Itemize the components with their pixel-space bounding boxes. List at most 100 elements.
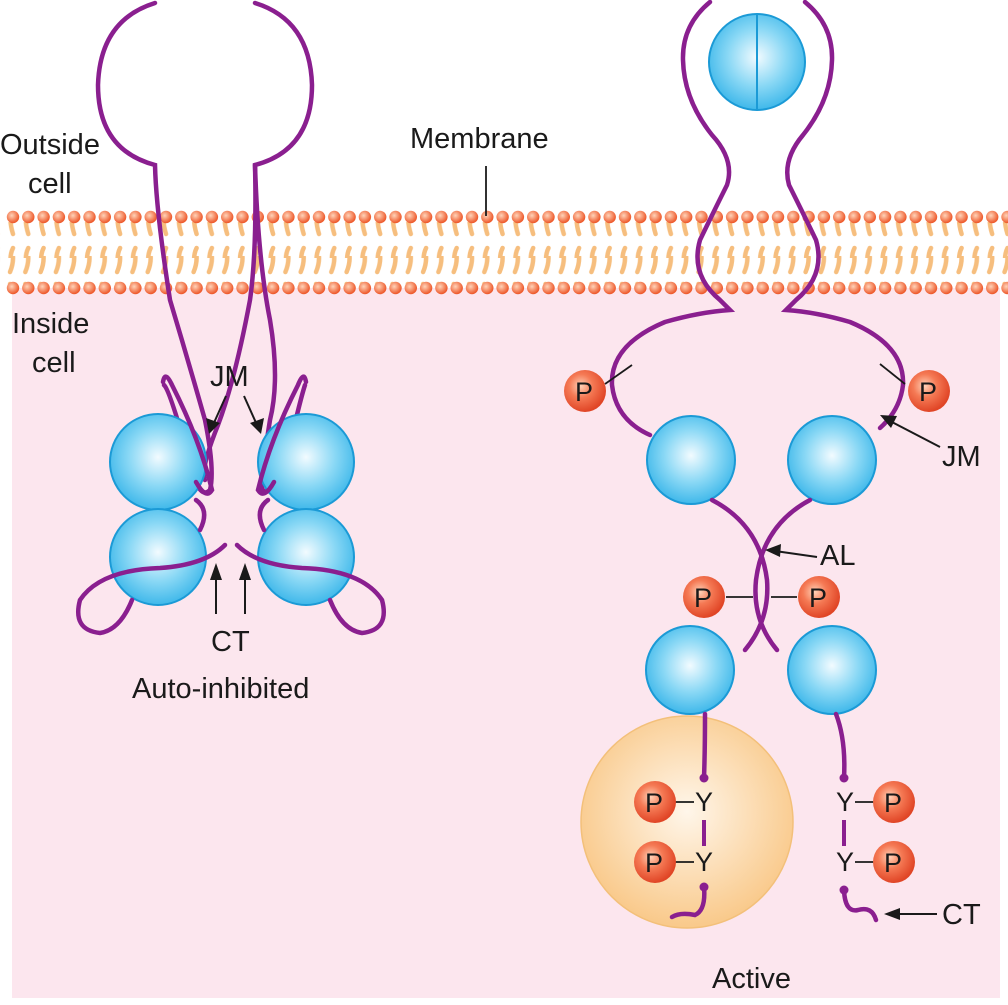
- lipid-head: [419, 210, 433, 224]
- lipid-head: [878, 210, 892, 224]
- kinase-domain-c-lobe-right: [257, 508, 355, 606]
- lipid-head: [435, 281, 448, 295]
- lipid-head: [955, 281, 968, 295]
- auto-inhibited-receptor: JM CT Auto-inhibited: [76, 0, 386, 705]
- lipid-head: [787, 210, 800, 224]
- lipid-head: [236, 210, 249, 224]
- lipid-bilayer: [0, 210, 1008, 295]
- tyrosine-label: Y: [695, 847, 713, 877]
- lipid-head: [680, 210, 693, 224]
- jm-arrow-right: [243, 395, 258, 426]
- tyrosine-label: Y: [695, 787, 713, 817]
- lipid-head: [404, 210, 417, 224]
- lipid-head: [221, 210, 234, 224]
- al-arrowhead: [765, 544, 781, 557]
- ct-label-left-receptor: CT: [211, 626, 250, 658]
- al-arrow: [774, 550, 818, 558]
- phosphate-label: P: [645, 848, 663, 878]
- inside-cell-label-line2: cell: [32, 347, 76, 379]
- lipid-head: [98, 210, 112, 224]
- phosphate-label: P: [884, 848, 902, 878]
- lipid-head: [1001, 210, 1008, 224]
- lipid-head: [68, 210, 81, 224]
- lipid-head: [649, 281, 662, 295]
- lipid-head: [894, 281, 907, 295]
- lipid-head: [297, 210, 310, 224]
- lipid-head: [848, 281, 861, 295]
- ct-tail-right: [234, 542, 386, 636]
- phosphate-jm-left: [564, 370, 606, 412]
- lipid-head: [496, 210, 509, 224]
- lipid-head: [542, 210, 555, 224]
- lipid-head: [572, 281, 586, 295]
- c-tail-a-end: [669, 884, 707, 920]
- active-extracellular-left: [609, 0, 736, 438]
- lipid-head: [83, 210, 96, 224]
- lipid-head: [833, 210, 846, 224]
- lipid-head: [771, 281, 785, 295]
- lipid-head: [603, 281, 616, 295]
- outside-cell-label-line2: cell: [28, 168, 72, 200]
- lipid-head: [725, 210, 739, 224]
- lipid-head: [465, 281, 479, 295]
- lipid-head: [98, 281, 112, 295]
- lipid-head: [328, 281, 341, 295]
- lipid-head: [511, 281, 525, 295]
- lipid-head: [37, 281, 50, 295]
- ct-arrowhead-left: [210, 563, 222, 580]
- lipid-head: [251, 281, 264, 295]
- lipid-head: [312, 210, 326, 224]
- jm-loop-left: [160, 374, 215, 496]
- jm-loop-right: [255, 374, 309, 496]
- lipid-head: [955, 210, 968, 224]
- lipid-heads-inner: [6, 281, 1008, 295]
- phosphate-tyrosine-a2: [634, 841, 676, 883]
- jm-phospho-link-right: [879, 363, 906, 385]
- active-receptor: P P JM AL P P Y Y P P: [564, 0, 981, 995]
- kinase-n-lobe-a: [646, 415, 736, 505]
- lipid-head: [52, 281, 66, 295]
- lipid-head: [374, 210, 387, 224]
- phosphate-label: P: [575, 377, 593, 407]
- lipid-head: [557, 281, 570, 295]
- lipid-head: [756, 210, 769, 224]
- lipid-head: [389, 281, 402, 295]
- lipid-head: [22, 210, 35, 224]
- jm-arrowhead-right: [250, 418, 264, 434]
- lipid-head: [527, 281, 540, 295]
- phosphate-jm-right: [908, 370, 950, 412]
- lipid-head: [205, 210, 219, 224]
- lipid-head: [756, 281, 769, 295]
- ct-label-active: CT: [942, 899, 981, 931]
- outside-cell-label-line1: Outside: [0, 129, 100, 161]
- lipid-head: [970, 210, 984, 224]
- lipid-head: [282, 210, 295, 224]
- lipid-head: [817, 281, 831, 295]
- lipid-head: [358, 210, 372, 224]
- lipid-head: [481, 210, 494, 224]
- al-label: AL: [820, 540, 855, 572]
- lipid-head: [113, 281, 127, 295]
- membrane-label: Membrane: [410, 123, 549, 155]
- phosphate-tyrosine-a1: [634, 781, 676, 823]
- lipid-head: [297, 281, 310, 295]
- lipid-head: [848, 210, 861, 224]
- tail-node: [839, 773, 849, 783]
- phosphate-label: P: [919, 377, 937, 407]
- lipid-head: [986, 210, 999, 224]
- tyrosine-label: Y: [836, 847, 854, 877]
- lipid-head: [863, 281, 876, 295]
- lipid-head: [664, 281, 678, 295]
- ct-tail-left: [76, 542, 228, 636]
- phosphate-al-right: [798, 576, 840, 618]
- linker-right: [257, 497, 271, 533]
- inside-cell-label-line1: Inside: [12, 308, 89, 340]
- lipid-head: [144, 281, 157, 295]
- lipid-head: [634, 281, 647, 295]
- jm-phospho-link-left: [604, 364, 633, 385]
- lipid-head: [37, 210, 50, 224]
- lipid-head: [986, 281, 999, 295]
- lipid-head: [282, 281, 295, 295]
- c-tail-a: [701, 711, 708, 781]
- jm-arrowhead-left: [206, 418, 220, 434]
